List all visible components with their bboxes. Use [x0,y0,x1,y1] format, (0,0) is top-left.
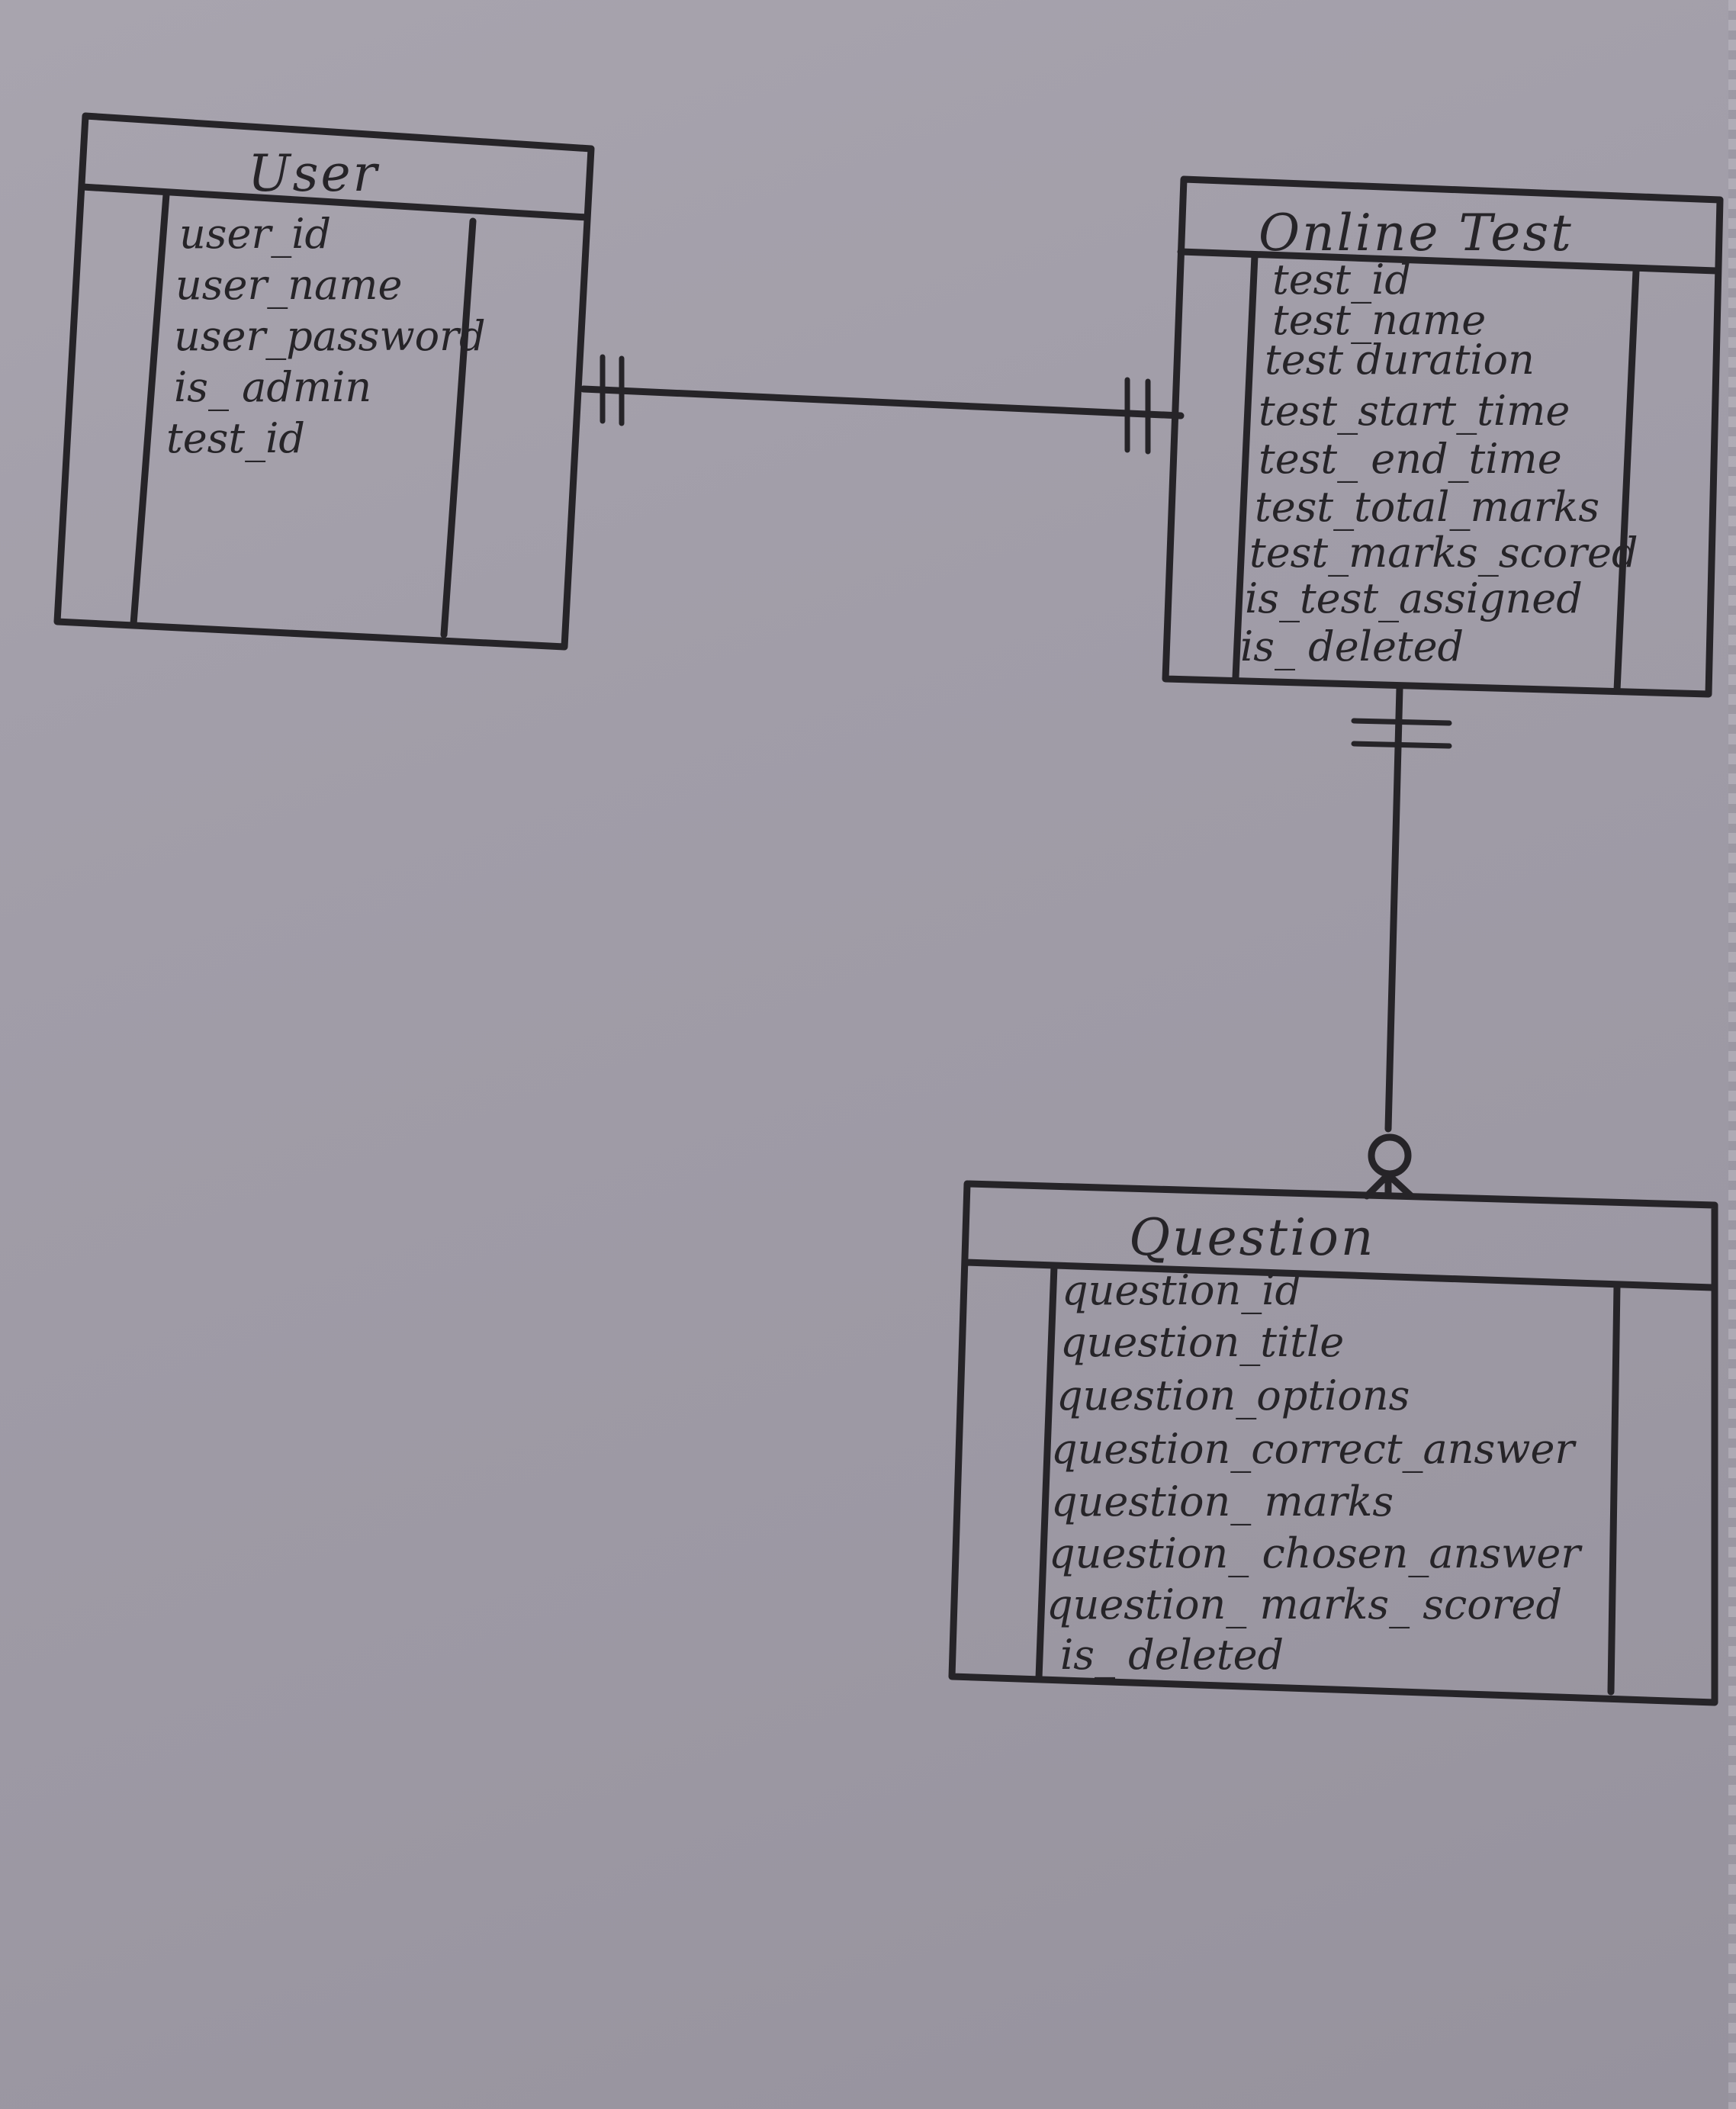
online-test-attribute: is_ deleted [1240,622,1464,670]
question-attribute: question_title [1060,1318,1344,1366]
entity-question: Question question_id question_title ques… [948,1180,1718,1706]
question-box-outline [948,1180,1718,1706]
relationship-online-test-question [1351,684,1452,1200]
question-attribute: question_correct_answer [1051,1425,1577,1473]
online-test-attribute: test_total_marks [1255,483,1599,531]
online-test-attribute: test duration [1265,336,1535,384]
user-attribute: test_id [166,414,305,462]
relationship-line-user-online-test [580,385,1185,420]
cardinality-one-mark [1351,741,1452,749]
online-test-right-column-line [1613,267,1640,694]
paper-edge [1728,0,1736,2109]
online-test-attribute: is_test_assigned [1245,574,1583,622]
entity-user: User user_id user_name user_password is_… [53,112,595,651]
user-left-column-line [130,191,170,628]
question-attribute: question_ chosen_answer [1049,1529,1583,1577]
user-entity-title: User [248,144,380,203]
online-test-left-column-line [1232,252,1259,681]
online-test-box-outline [1162,175,1724,698]
user-attribute: is_ admin [174,363,371,411]
question-attribute: question_id [1062,1266,1301,1314]
user-right-column-line [440,217,477,638]
user-attribute: user_name [175,261,402,309]
entity-online-test: Online Test test_id test_name test durat… [1162,175,1724,698]
relationship-line-online-test-question [1384,684,1403,1133]
question-header-divider [961,1259,1716,1291]
online-test-attribute: test_marks_scored [1249,529,1638,577]
question-attribute: is_ deleted [1060,1631,1284,1679]
online-test-header-divider [1177,248,1720,275]
online-test-attribute: test_ end_time [1259,435,1562,483]
online-test-attribute: test_id [1272,256,1411,304]
user-box-outline [53,112,595,651]
question-attribute: question_options [1056,1371,1410,1419]
cardinality-zero-mark [1368,1133,1412,1178]
cardinality-one-mark [1351,718,1452,726]
online-test-entity-title: Online Test [1259,204,1574,262]
question-attribute: question_ marks [1051,1477,1394,1525]
question-left-column-line [1035,1262,1058,1682]
question-right-column-line [1607,1281,1621,1696]
user-attribute: user_password [174,312,486,360]
question-attribute: question_ marks_ scored [1046,1580,1562,1628]
online-test-attribute: test_start_time [1259,387,1570,435]
user-attribute: user_id [179,210,331,258]
question-entity-title: Question [1129,1208,1375,1267]
relationship-user-online-test [580,354,1185,455]
online-test-attribute: test_name [1272,296,1486,344]
